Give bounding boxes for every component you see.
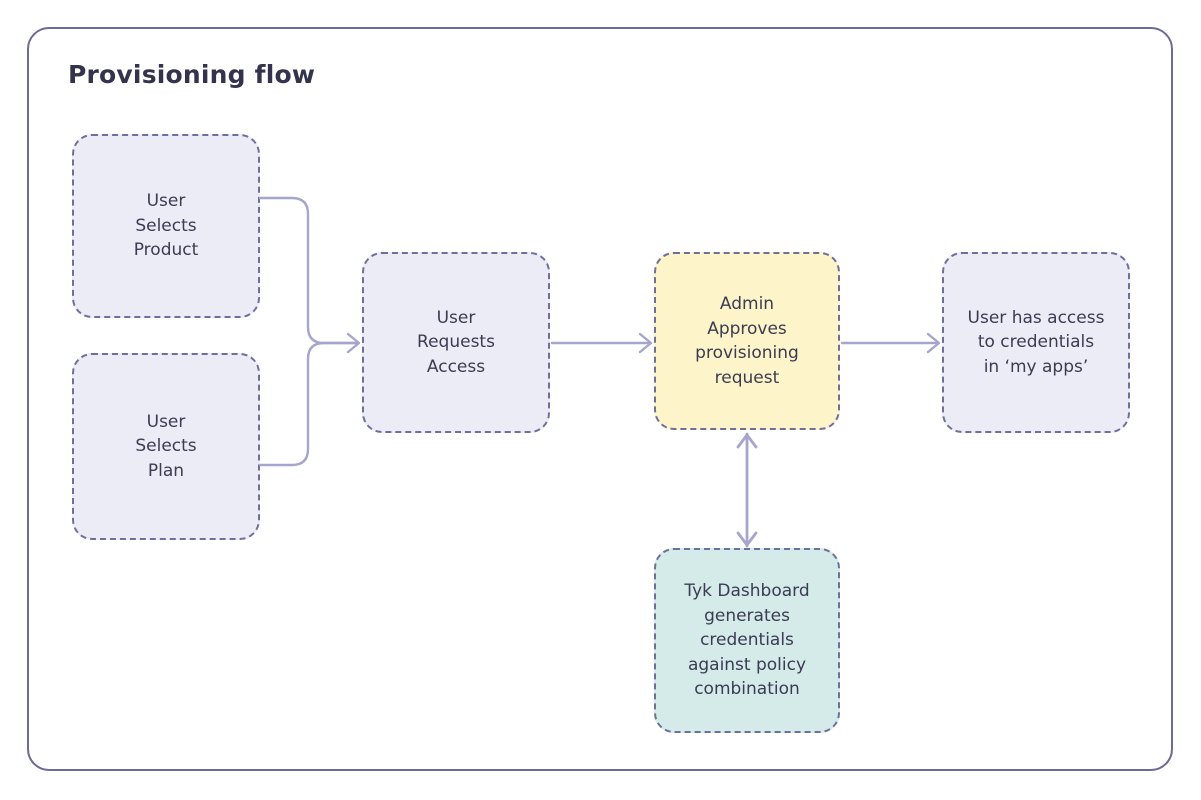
node-label: Tyk Dashboard generates credentials agai… (684, 581, 810, 700)
node-label: Admin Approves provisioning request (695, 294, 799, 388)
node-admin-approves[interactable]: Admin Approves provisioning request (654, 252, 840, 430)
diagram-frame (27, 27, 1173, 771)
node-user-selects-plan[interactable]: User Selects Plan (72, 353, 260, 540)
node-user-requests-access[interactable]: User Requests Access (362, 252, 550, 433)
node-label: User Selects Plan (135, 411, 197, 481)
node-user-selects-product[interactable]: User Selects Product (72, 134, 260, 318)
node-user-has-access[interactable]: User has access to credentials in ‘my ap… (942, 252, 1130, 433)
page-title: Provisioning flow (68, 60, 316, 89)
node-label: User has access to credentials in ‘my ap… (967, 307, 1105, 377)
node-label: User Selects Product (133, 191, 199, 261)
node-label: User Requests Access (417, 307, 495, 377)
node-tyk-dashboard[interactable]: Tyk Dashboard generates credentials agai… (654, 548, 840, 733)
